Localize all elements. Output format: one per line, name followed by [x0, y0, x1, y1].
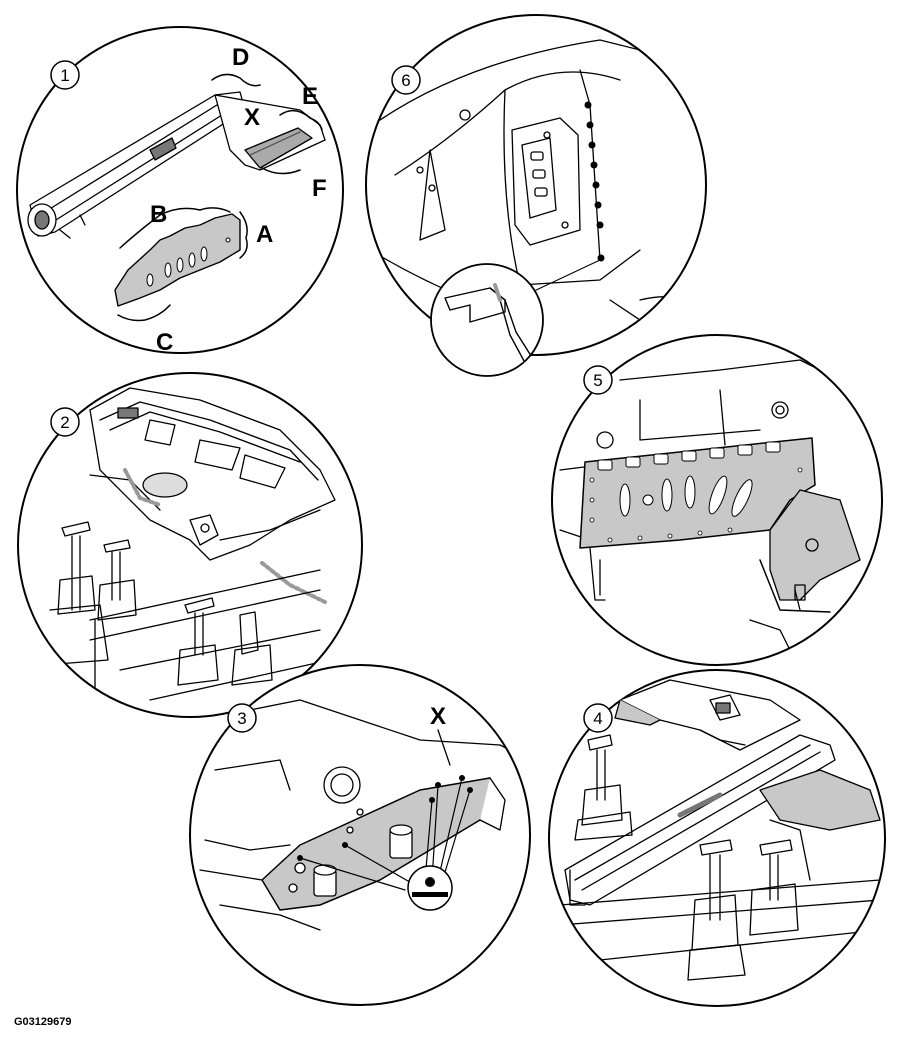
step-2-number: 2 [60, 413, 69, 432]
label-a: A [256, 221, 273, 248]
spot-weld-dots [584, 101, 605, 262]
step-4-badge [583, 703, 613, 733]
step-3-badge [227, 703, 257, 733]
label-b: B [150, 201, 167, 228]
step-4-number: 4 [593, 709, 602, 728]
step-6-badge [391, 65, 421, 95]
figure-id: G03129679 [14, 1016, 72, 1028]
step-3-number: 3 [237, 709, 246, 728]
step-2-panel: 2 [17, 372, 363, 718]
label-x: X [244, 104, 260, 131]
label-d: D [232, 44, 249, 71]
label-e: E [302, 83, 318, 110]
step-5-badge [583, 365, 613, 395]
step-3-panel: X 3 [189, 664, 531, 1006]
step-4-panel: 4 [548, 669, 886, 1007]
step-1-panel: D X E F B A C 1 [16, 26, 344, 356]
step-6-panel: 6 [365, 14, 707, 377]
label-f: F [312, 175, 327, 202]
label-x-step-3: X [430, 703, 446, 730]
step-2-badge [50, 407, 80, 437]
step-1-badge [50, 60, 80, 90]
label-c: C [156, 329, 173, 356]
step-5-number: 5 [593, 371, 602, 390]
step-1-number: 1 [60, 66, 69, 85]
step-5-panel: 5 [551, 334, 883, 666]
spot-weld-symbol-icon [407, 865, 453, 911]
step-6-number: 6 [401, 71, 410, 90]
sealer-nozzle-icon [430, 259, 601, 377]
